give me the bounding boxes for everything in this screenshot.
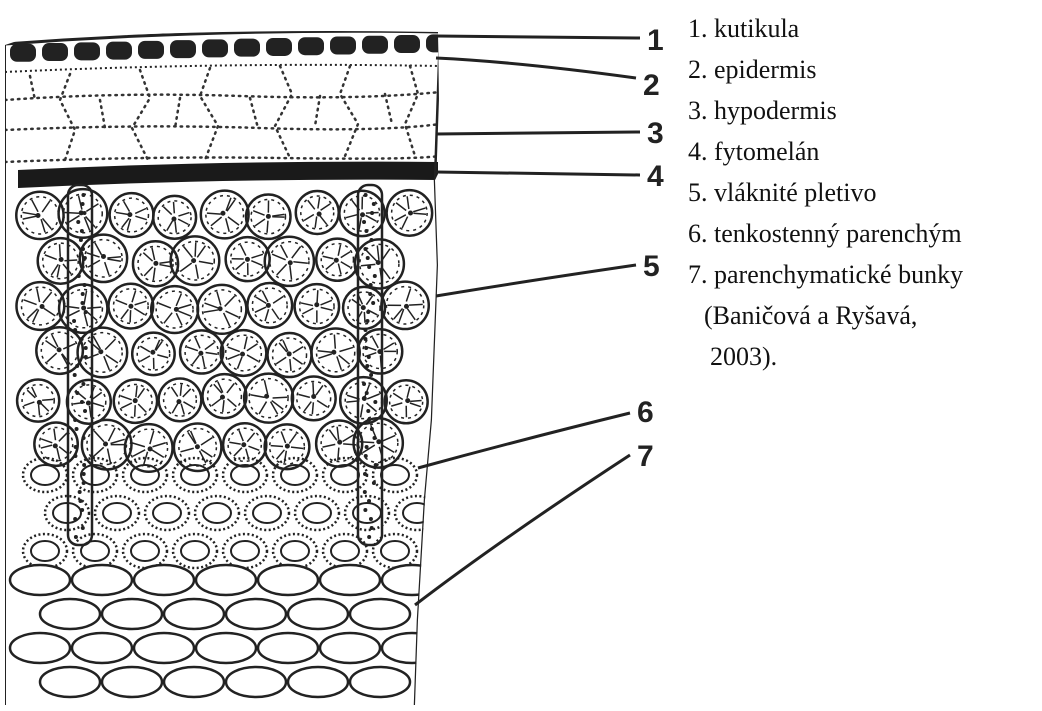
legend-label: hypodermis [714,96,837,125]
hypodermis-cells [5,66,440,162]
parenchymatic-cells [10,565,442,697]
callout-5: 5 [643,250,660,283]
legend: 1. kutikula 2. epidermis 3. hypodermis 4… [688,8,1042,377]
legend-item-3: 3. hypodermis [688,90,1042,131]
legend-item-5: 5. vláknité pletivo [688,172,1042,213]
citation-line-1: (Baničová a Ryšavá, [688,295,1042,336]
legend-label: epidermis [714,55,817,84]
legend-label: fytomelán [714,137,819,166]
legend-label: kutikula [714,14,799,43]
legend-label: vláknité pletivo [714,178,876,207]
legend-label: parenchymatické bunky [714,260,963,289]
callout-7: 7 [637,440,654,473]
callout-2: 2 [643,69,660,102]
callout-6: 6 [637,396,654,429]
plant-tissue-drawing [5,31,452,705]
callout-1: 1 [647,24,664,57]
legend-item-2: 2. epidermis [688,49,1042,90]
legend-item-1: 1. kutikula [688,8,1042,49]
callout-3: 3 [647,117,664,150]
leader-lines [415,36,640,605]
callout-numbers: 1 2 3 4 5 6 7 [637,24,664,473]
legend-label: tenkostenný parenchým [714,219,962,248]
callout-4: 4 [647,160,664,193]
legend-item-7: 7. parenchymatické bunky [688,254,1042,295]
legend-item-4: 4. fytomelán [688,131,1042,172]
legend-item-6: 6. tenkostenný parenchým [688,213,1042,254]
citation-line-2: 2003). [688,336,1042,377]
